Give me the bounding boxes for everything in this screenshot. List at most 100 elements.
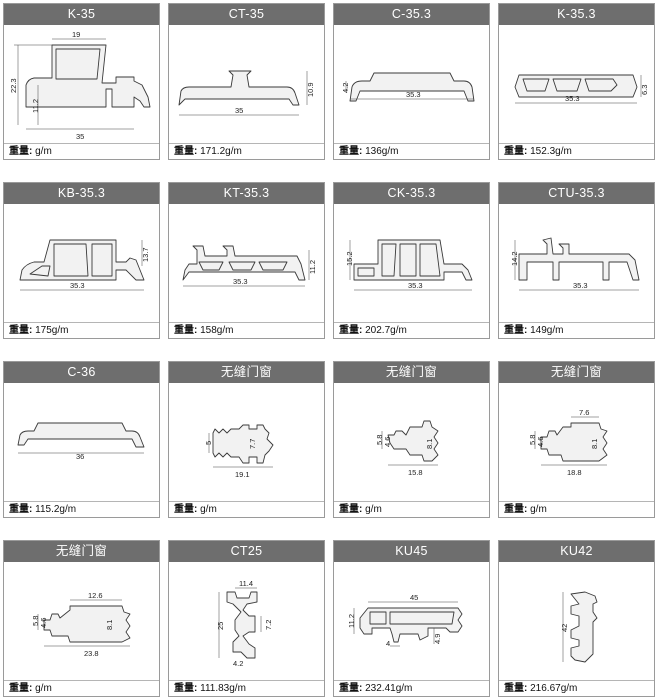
weight-row: 重量: 232.41g/m [334,680,489,696]
dim-label: 11.4 [239,579,253,588]
weight-value: 152.3g/m [530,146,572,157]
card-title: CK-35.3 [334,183,489,204]
profile-drawing: 6.3 35.3 [499,25,654,144]
weight-value: 115.2g/m [35,504,77,515]
card-title: 无缝门窗 [169,362,324,383]
dim-label: 8.1 [590,439,599,449]
weight-row: 重量: g/m [334,501,489,517]
card-title: C-35.3 [334,4,489,25]
dim-label: 25 [216,622,225,630]
card-title: KB-35.3 [4,183,159,204]
weight-value: 202.7g/m [365,325,407,336]
profile-card-ku45: KU45 45 11.2 4.9 4 重量: 232.41g/m [333,540,490,697]
dim-label: 12.6 [88,591,103,600]
dim-label: 42 [560,624,569,632]
dim-label: 35.3 [565,94,580,103]
profile-card-seamless-2: 无缝门窗 5.8 4.6 8.1 15.8 重量: g/m [333,361,490,518]
weight-value: g/m [530,504,547,515]
profile-drawing: 45 11.2 4.9 4 [334,562,489,681]
weight-row: 重量: 111.83g/m [169,680,324,696]
profile-drawing: 36 [4,383,159,502]
weight-row: 重量: g/m [499,501,654,517]
card-title: KU42 [499,541,654,562]
dim-label: 5 [204,441,213,445]
weight-value: 216.67g/m [530,683,578,694]
dim-label: 45 [410,593,418,602]
weight-row: 重量: g/m [4,143,159,159]
profile-drawing: 42 [499,562,654,681]
dim-label: 19 [72,30,80,39]
weight-value: 175g/m [35,325,69,336]
profile-card-k-35-3: K-35.3 6.3 35.3 重量: 152.3g/m [498,3,655,160]
dim-label: 35.3 [573,281,588,290]
dim-label: 4.6 [383,437,392,447]
weight-row: 重量: 149g/m [499,322,654,338]
card-title: KU45 [334,541,489,562]
dim-label: 35.3 [408,281,423,290]
weight-row: 重量: 115.2g/m [4,501,159,517]
profile-drawing: 7.6 5.8 4.6 8.1 18.8 [499,383,654,502]
dim-label: 13.7 [141,247,150,262]
dim-label: 6.3 [640,85,649,95]
weight-value: 136g/m [365,146,399,157]
card-title: K-35.3 [499,4,654,25]
profile-drawing: 5.8 4.6 8.1 15.8 [334,383,489,502]
dim-label: 5.8 [31,616,40,626]
profile-card-seamless-3: 无缝门窗 7.6 5.8 4.6 8.1 18.8 重量: g/m [498,361,655,518]
profile-drawing: 14.2 35.3 [499,204,654,323]
weight-row: 重量: 202.7g/m [334,322,489,338]
weight-value: g/m [35,683,52,694]
weight-value: 232.41g/m [365,683,413,694]
profile-drawing: 12.6 5.8 4.6 8.1 23.8 [4,562,159,681]
profile-card-kb-35-3: KB-35.3 13.7 35.3 重量: 175g/m [3,182,160,339]
weight-row: 重量: 171.2g/m [169,143,324,159]
weight-value: 149g/m [530,325,564,336]
dim-label: 35 [76,132,84,141]
dim-label: 5.8 [375,435,384,445]
weight-value: g/m [200,504,217,515]
profile-drawing: 11.4 25 7.2 4.2 [169,562,324,681]
dim-label: 19.1 [235,470,250,479]
card-title: K-35 [4,4,159,25]
weight-value: g/m [365,504,382,515]
dim-label: 35.3 [70,281,85,290]
dim-label: 35.3 [233,277,248,286]
weight-row: 重量: g/m [4,680,159,696]
weight-row: 重量: 152.3g/m [499,143,654,159]
profile-drawing: 4.2 35.3 [334,25,489,144]
profile-card-ct-35: CT-35 10.9 35 重量: 171.2g/m [168,3,325,160]
profile-drawing: 19 22.3 11.2 35 [4,25,159,144]
weight-row: 重量: 136g/m [334,143,489,159]
weight-row: 重量: 158g/m [169,322,324,338]
weight-value: 158g/m [200,325,234,336]
dim-label: 36 [76,452,84,461]
dim-label: 35 [235,106,243,115]
card-title: 无缝门窗 [4,541,159,562]
profile-drawing: 11.2 35.3 [169,204,324,323]
dim-label: 11.2 [308,260,317,274]
weight-value: 111.83g/m [200,683,246,694]
profile-card-c-36: C-36 36 重量: 115.2g/m [3,361,160,518]
weight-row: 重量: g/m [169,501,324,517]
dim-label: 7.7 [248,439,257,449]
dim-label: 5.8 [528,435,537,445]
dim-label: 8.1 [425,439,434,449]
dim-label: 8.1 [105,620,114,630]
card-title: C-36 [4,362,159,383]
dim-label: 4.9 [433,634,442,644]
profile-card-seamless-4: 无缝门窗 12.6 5.8 4.6 8.1 23.8 重量: g/m [3,540,160,697]
card-title: KT-35.3 [169,183,324,204]
profile-drawing: 5 7.7 19.1 [169,383,324,502]
profile-card-kt-35-3: KT-35.3 11.2 35.3 重量: 158g/m [168,182,325,339]
card-title: CT25 [169,541,324,562]
profile-drawing: 10.9 35 [169,25,324,144]
dim-label: 11.2 [31,99,40,113]
profile-card-seamless-1: 无缝门窗 5 7.7 19.1 重量: g/m [168,361,325,518]
dim-label: 4.6 [536,437,545,447]
dim-label: 7.6 [579,408,589,417]
weight-row: 重量: 175g/m [4,322,159,338]
weight-row: 重量: 216.67g/m [499,680,654,696]
card-title: 无缝门窗 [334,362,489,383]
card-title: CT-35 [169,4,324,25]
profile-drawing: 15.2 35.3 [334,204,489,323]
